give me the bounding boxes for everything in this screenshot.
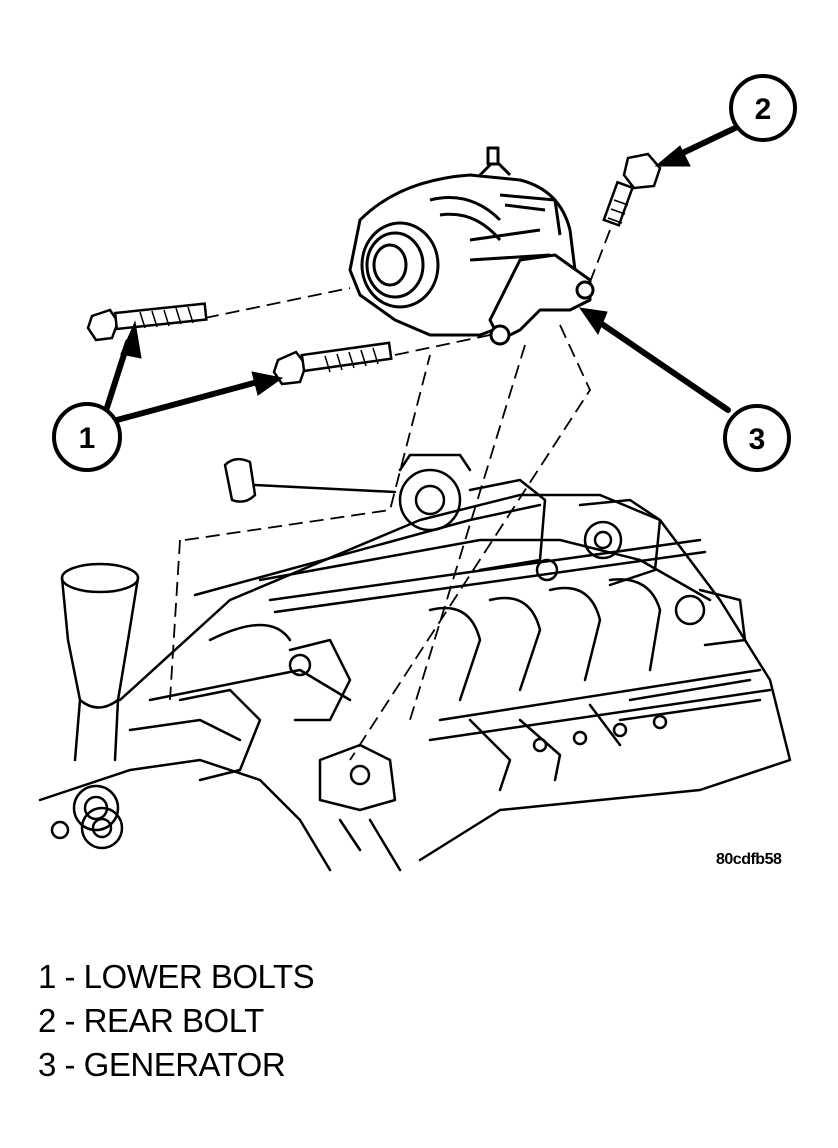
generator-illustration: [348, 146, 595, 346]
legend-item-rear-bolt: 2 - REAR BOLT: [38, 1002, 264, 1039]
callout-2: 2: [729, 74, 797, 142]
legend-item-generator: 3 - GENERATOR: [38, 1046, 286, 1083]
legend-item-lower-bolts: 1 - LOWER BOLTS: [38, 958, 315, 995]
callout-1-number: 1: [79, 422, 96, 455]
callout-2-number: 2: [755, 93, 772, 126]
lower-bolt-upper: [86, 302, 208, 342]
figure-id-label: 80cdfb58: [716, 851, 782, 868]
callout-3: 3: [723, 404, 791, 472]
callout-1: 1: [52, 402, 122, 472]
callout-3-circle: [723, 404, 791, 472]
engine-illustration: [38, 453, 792, 872]
alignment-lines: [169, 229, 611, 761]
generator-installation-diagram: 1 2 3: [38, 74, 797, 872]
callout-3-number: 3: [749, 423, 766, 456]
callout-arrows: [100, 117, 755, 423]
callout-1-circle: [52, 402, 122, 472]
callout-2-circle: [729, 74, 797, 142]
rear-bolt: [602, 152, 662, 227]
legend: 1 - LOWER BOLTS 2 - REAR BOLT 3 - GENERA…: [38, 955, 315, 1087]
lower-bolt-lower: [272, 341, 393, 386]
